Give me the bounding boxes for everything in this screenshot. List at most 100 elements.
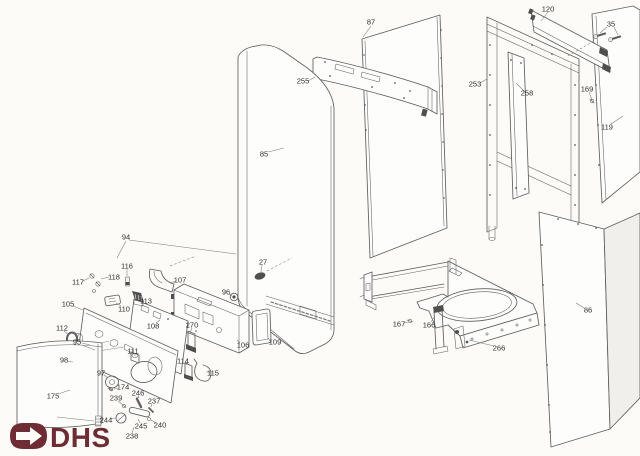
dhs-logo-icon: [10, 423, 47, 449]
part-label-35: 35: [607, 20, 615, 29]
small-fasteners-drawing: [56, 387, 154, 427]
part-label-113: 113: [140, 297, 152, 306]
part-label-107: 107: [174, 276, 187, 285]
leader-line-109: [267, 337, 272, 342]
leader-line-85: [267, 147, 285, 153]
bracket-270-drawing: [186, 330, 196, 353]
leader-line-167: [403, 321, 409, 324]
leader-line-98: [67, 360, 74, 363]
leader-line-238: [131, 426, 135, 434]
leader-line-114: [184, 362, 188, 366]
part-label-96: 96: [222, 288, 230, 297]
leader-line-246: [137, 395, 140, 399]
part-label-240: 240: [154, 421, 167, 430]
leader-line-240: [150, 419, 157, 424]
base-assembly-266-drawing: [359, 257, 540, 355]
top-bracket-255-drawing: [312, 56, 438, 117]
part-label-266: 266: [493, 344, 506, 353]
leader-line-118: [100, 276, 110, 280]
clip-115-drawing: [193, 358, 212, 382]
leader-line-27: [260, 264, 263, 273]
connector-113-drawing: [132, 291, 144, 307]
part-label-95: 95: [73, 338, 81, 347]
part-label-86: 86: [584, 306, 592, 315]
leader-line-35: [613, 26, 619, 36]
part-label-87: 87: [367, 18, 375, 27]
leader-line-96: [228, 293, 233, 297]
bracket-107-drawing: [148, 255, 197, 293]
frame-253-drawing: [486, 16, 580, 246]
leader-line-258: [515, 82, 525, 92]
switch-111-drawing: [130, 351, 140, 364]
leader-line-110: [115, 302, 122, 307]
part-labels-layer: 85 27 94 87 255 120 35 253 258 169 119 86 167 166 266 1…: [47, 5, 624, 441]
part-label-167: 167: [393, 320, 406, 329]
leader-line-86: [575, 302, 585, 309]
leader-line-239: [117, 400, 123, 405]
part-label-174: 174: [117, 383, 130, 392]
part-label-105: 105: [62, 300, 75, 309]
screws-117-118-drawing: [89, 273, 101, 293]
front-panel-85-drawing: [237, 44, 335, 355]
front-flap-175-drawing: [16, 340, 103, 428]
leader-line-169: [588, 91, 593, 101]
top-panel-120-drawing: [528, 8, 611, 73]
part-label-169: 169: [581, 85, 594, 94]
leader-line-95: [81, 344, 96, 351]
leader-line-237: [150, 403, 153, 408]
leader-line-245: [137, 418, 141, 424]
grommet-96-drawing: [229, 292, 239, 302]
part-label-116: 116: [121, 262, 133, 271]
bracket-114-drawing: [184, 362, 193, 381]
part-label-258: 258: [521, 89, 534, 98]
flap-109-drawing: [251, 308, 272, 346]
left-side-panel-87-drawing: [361, 14, 448, 259]
screw-169-drawing: [589, 98, 595, 104]
part-label-253: 253: [469, 80, 482, 89]
leader-line-97: [103, 374, 109, 379]
leader-line-113: [140, 296, 144, 300]
screws-35-drawing: [565, 32, 622, 58]
leader-line-35: [599, 26, 608, 34]
leader-line-107: [169, 280, 177, 284]
dhs-logo-text: DHS: [50, 422, 111, 453]
leader-line-95: [81, 342, 91, 346]
part-label-110: 110: [118, 305, 130, 314]
leader-line-120: [540, 11, 549, 22]
right-side-panel-86-drawing: [538, 211, 640, 448]
leader-line-174: [113, 387, 119, 390]
leader-line-108: [155, 319, 161, 324]
part-label-108: 108: [147, 322, 160, 331]
part-label-85: 85: [260, 150, 268, 159]
part-label-98: 98: [60, 356, 68, 365]
part-label-27: 27: [259, 258, 267, 267]
part-label-239: 239: [110, 394, 123, 403]
part-label-255: 255: [297, 77, 310, 86]
leader-line-94: [116, 240, 127, 259]
leader-line-255: [307, 76, 316, 82]
part-label-120: 120: [542, 5, 555, 14]
part-label-97: 97: [97, 369, 105, 378]
dhs-logo: DHS: [10, 422, 111, 453]
leader-line-106: [236, 339, 241, 344]
leader-line-266: [468, 339, 495, 347]
part-label-237: 237: [148, 397, 161, 406]
part-label-94: 94: [122, 233, 130, 242]
leader-line-112: [63, 330, 70, 336]
leader-line-94: [128, 239, 237, 255]
part-label-166: 166: [423, 321, 436, 330]
leader-line-119: [610, 115, 624, 125]
leader-line-253: [479, 78, 488, 84]
part-label-119: 119: [601, 123, 613, 132]
part-label-244: 244: [100, 416, 113, 425]
part-label-106: 106: [237, 341, 250, 350]
part-label-238: 238: [126, 432, 139, 441]
part-label-175: 175: [47, 392, 60, 401]
leader-line-105: [72, 305, 84, 311]
leader-line-166: [430, 315, 436, 323]
part-label-270: 270: [186, 321, 199, 330]
fuse-116-drawing: [125, 276, 130, 287]
leader-line-270: [189, 327, 193, 334]
part-label-111: 111: [127, 347, 138, 356]
